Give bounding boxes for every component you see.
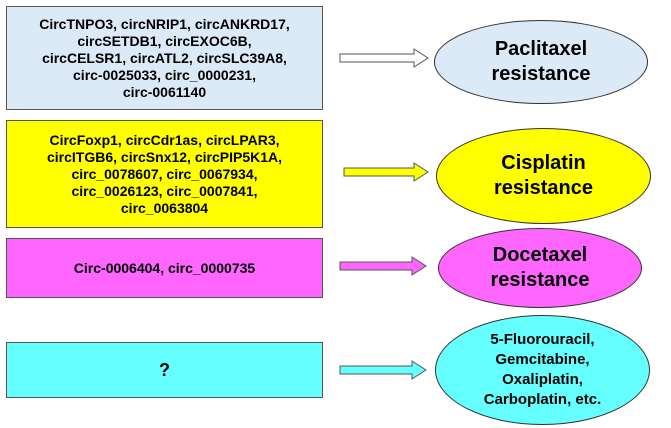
cisplatin-arrow-icon [343, 162, 429, 182]
docetaxel-arrow-icon [339, 256, 427, 276]
cisplatin-circrna-list: CircFoxp1, circCdr1as, circLPAR3, circIT… [46, 131, 282, 216]
paclitaxel-arrow-icon [339, 48, 429, 68]
other-drugs-arrow-shape [339, 360, 427, 380]
cisplatin-resistance-label: Cisplatin resistance [494, 152, 593, 199]
cisplatin-circrna-box: CircFoxp1, circCdr1as, circLPAR3, circIT… [6, 120, 323, 228]
cisplatin-arrow-shape [343, 162, 429, 182]
other-drugs-ellipse: 5-Fluorouracil, Gemcitabine, Oxaliplatin… [435, 315, 650, 425]
other-drugs-arrow-icon [339, 360, 427, 380]
paclitaxel-circrna-box: CircTNPO3, circNRIP1, circANKRD17, circS… [6, 6, 323, 110]
unknown-circrna-box: ? [6, 342, 323, 398]
docetaxel-circrna-list: Circ-0006404, circ_0000735 [73, 260, 256, 276]
other-drugs-label: 5-Fluorouracil, Gemcitabine, Oxaliplatin… [483, 331, 602, 408]
docetaxel-resistance-ellipse: Docetaxel resistance [438, 228, 642, 308]
unknown-circrna-label: ? [159, 359, 170, 380]
paclitaxel-resistance-label: Paclitaxel resistance [491, 38, 591, 85]
paclitaxel-circrna-list: CircTNPO3, circNRIP1, circANKRD17, circS… [39, 15, 290, 100]
docetaxel-resistance-label: Docetaxel resistance [490, 244, 590, 291]
paclitaxel-arrow-shape [339, 48, 429, 68]
docetaxel-arrow-shape [339, 256, 427, 276]
paclitaxel-resistance-ellipse: Paclitaxel resistance [434, 20, 648, 104]
docetaxel-circrna-box: Circ-0006404, circ_0000735 [6, 238, 323, 298]
cisplatin-resistance-ellipse: Cisplatin resistance [436, 128, 651, 224]
